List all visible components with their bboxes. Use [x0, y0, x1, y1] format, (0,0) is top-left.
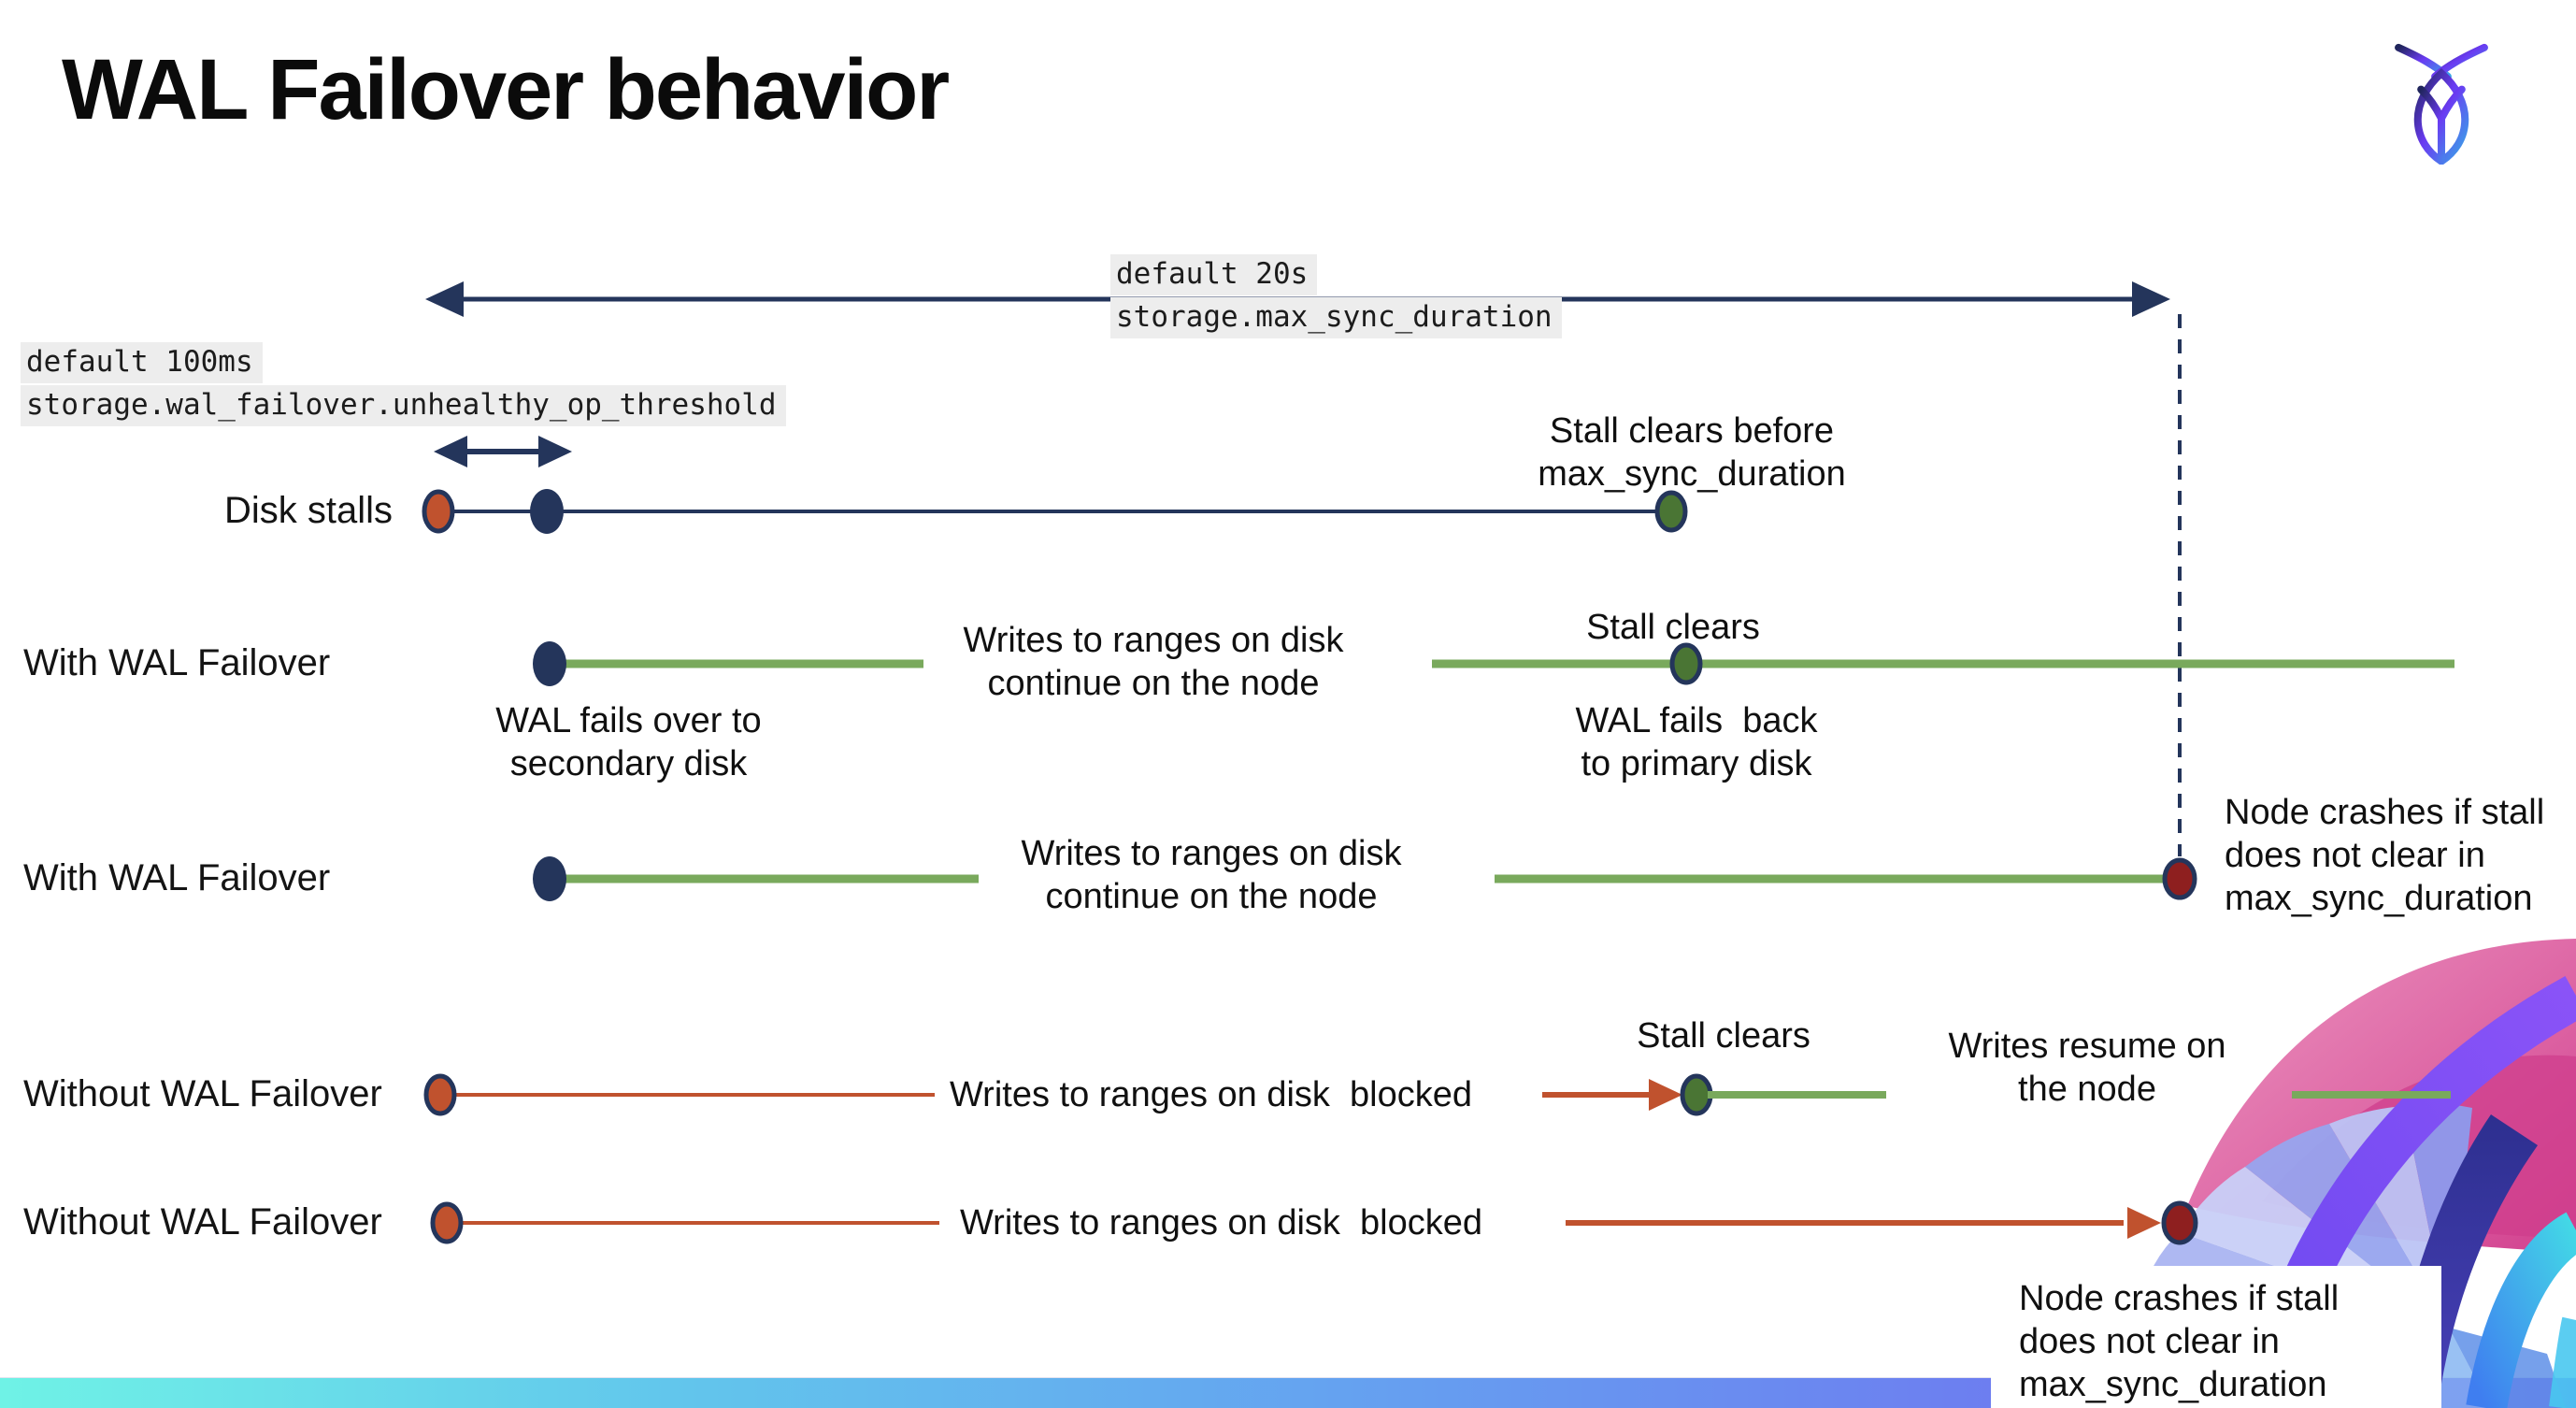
wal-fails-back-note: WAL fails back to primary disk [1575, 701, 1818, 783]
config-setting-name: storage.max_sync_duration [1110, 297, 1562, 338]
row-label-without-wal-failover-2: Without WAL Failover [23, 1201, 382, 1243]
arrowhead-right-icon [2127, 1207, 2161, 1239]
page-title: WAL Failover behavior [62, 42, 950, 137]
config-setting-name: storage.wal_failover.unhealthy_op_thresh… [21, 385, 786, 426]
node-crashes-callout-box: Node crashes if stall does not clear in … [1991, 1266, 2441, 1408]
arrowhead-right-icon [538, 436, 572, 467]
max-sync-duration-label: default 20s storage.max_sync_duration [1110, 254, 1562, 340]
row-label-without-wal-failover-1: Without WAL Failover [23, 1073, 382, 1114]
node-crashes-note: Node crashes if stall does not clear in … [2019, 1279, 2340, 1404]
writes-resume-note: Writes resume on the node [1948, 1027, 2226, 1109]
node-crash-dot [2162, 857, 2197, 900]
wal-fails-over-note: WAL fails over to secondary disk [495, 701, 762, 783]
deco-cyan-arc [2466, 1212, 2576, 1408]
arrowhead-left-icon [425, 281, 464, 317]
writes-blocked-note: Writes to ranges on disk blocked [950, 1075, 1473, 1114]
cockroachdb-logo [2395, 43, 2488, 165]
row-label-disk-stalls: Disk stalls [223, 490, 393, 531]
node-crash-dot [2161, 1200, 2198, 1245]
failover-trigger-dot [530, 489, 564, 534]
arrowhead-left-icon [434, 436, 467, 467]
stall-clear-dot [1680, 1073, 1713, 1116]
config-default-value: default 20s [1110, 254, 1318, 295]
writes-continue-note: Writes to ranges on disk continue on the… [1021, 834, 1402, 916]
stall-start-dot [423, 1073, 457, 1116]
stall-start-dot [430, 1201, 464, 1244]
stall-clears-before-note: Stall clears before max_sync_duration [1538, 411, 1846, 494]
node-crashes-note: Node crashes if stall does not clear in … [2225, 793, 2545, 918]
writes-continue-note: Writes to ranges on disk continue on the… [963, 621, 1344, 703]
body-vein [2417, 85, 2466, 161]
stall-clear-dot [1669, 642, 1703, 685]
unhealthy-op-threshold-label: default 100ms storage.wal_failover.unhea… [21, 342, 786, 428]
row-label-with-wal-failover-2: With WAL Failover [23, 857, 331, 898]
body-outline [2413, 68, 2469, 165]
row-label-with-wal-failover-1: With WAL Failover [23, 642, 331, 683]
stall-start-dot [422, 489, 455, 534]
failover-dot [533, 641, 566, 686]
stall-clears-note: Stall clears [1637, 1016, 1810, 1056]
arrowhead-right-icon [1649, 1079, 1682, 1111]
deco-cyan-arc-small [2549, 1316, 2576, 1408]
stall-clear-dot [1654, 490, 1688, 533]
failover-dot [533, 856, 566, 901]
writes-blocked-note: Writes to ranges on disk blocked [960, 1203, 1483, 1243]
stall-clears-note: Stall clears [1586, 608, 1760, 647]
arrowhead-right-icon [2132, 281, 2170, 317]
config-default-value: default 100ms [21, 342, 263, 383]
